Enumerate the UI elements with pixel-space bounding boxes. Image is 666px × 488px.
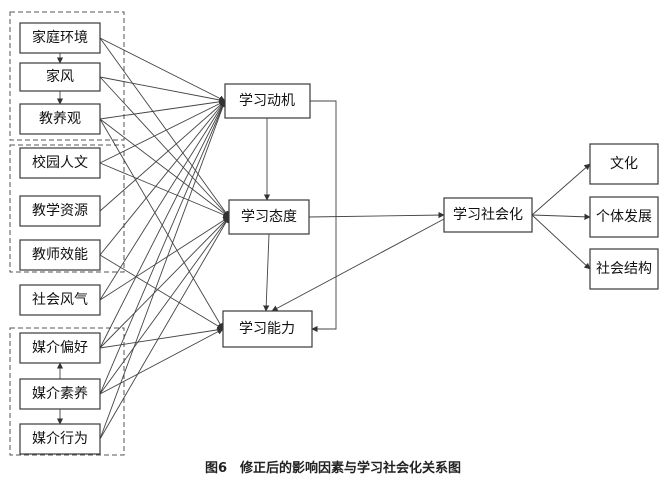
edge-teacher-efficacy-to-ability [99,254,224,330]
edge-media-behavior-to-motivation [99,100,226,440]
node-teaching-resources-label: 教学资源 [32,203,88,219]
edge-media-behavior-to-attitude [99,216,230,440]
node-media-pref: 媒介偏好 [19,332,101,364]
family-factors-group [9,11,125,141]
edge-media-pref-to-attitude [99,216,230,349]
edge-socialization-to-culture [531,163,591,216]
edge-parenting-view-to-ability [99,118,224,330]
figure-caption: 图6 修正后的影响因素与学习社会化关系图 [204,461,462,476]
school-factors-group [9,144,125,273]
node-parenting-view: 教养观 [19,103,101,135]
node-attitude-label: 学习态度 [241,209,297,225]
edges [56,37,591,440]
edge-media-literacy-to-motivation [99,100,226,395]
node-personal-dev-label: 个体发展 [596,209,652,225]
node-media-literacy-label: 媒介素养 [32,386,88,402]
edge-campus-culture-to-motivation [99,100,226,164]
edge-campus-culture-to-attitude [99,162,230,218]
node-attitude: 学习态度 [228,199,310,235]
edge-socialization-to-ability [271,218,445,312]
node-family-style: 家风 [19,62,101,92]
node-campus-culture-label: 校园人文 [32,154,88,171]
node-media-behavior-label: 媒介行为 [32,431,88,447]
edge-parenting-view-to-attitude [99,118,230,218]
edge-social-climate-to-attitude [99,216,230,301]
edge-teacher-efficacy-to-motivation [99,100,226,256]
edge-family-env-to-motivation [99,37,226,102]
node-socialization-label: 学习社会化 [453,207,523,223]
node-social-climate: 社会风气 [19,284,101,316]
node-motivation-label: 学习动机 [239,93,295,109]
edge-socialization-to-personal-dev [531,213,591,220]
edge-family-style-to-motivation [99,76,226,104]
node-social-structure: 社会结构 [589,248,659,290]
node-campus-culture: 校园人文 [19,147,101,179]
node-ability-label: 学习能力 [239,321,295,337]
node-personal-dev: 个体发展 [589,196,659,238]
node-teacher-efficacy: 教师效能 [19,239,101,271]
node-culture-label: 文化 [610,156,638,172]
node-culture: 文化 [589,143,659,185]
edge-family-env-to-attitude [99,37,230,218]
node-parenting-view-label: 教养观 [39,111,81,127]
node-family-env: 家庭环境 [19,22,101,54]
node-media-literacy: 媒介素养 [19,378,101,410]
node-teaching-resources: 教学资源 [19,195,101,227]
edge-motivation-to-ability [310,100,337,333]
node-media-behavior: 媒介行为 [19,423,101,455]
edge-parenting-view-to-motivation [99,98,226,120]
node-social-climate-label: 社会风气 [32,292,88,308]
edge-socialization-to-social-structure [531,214,591,270]
edge-teaching-resources-to-motivation [99,100,226,212]
node-family-style-label: 家风 [46,68,74,85]
node-motivation: 学习动机 [224,83,311,119]
edge-media-pref-to-motivation [99,100,226,349]
media-factors-group [9,327,125,456]
edge-attitude-to-ability [263,233,270,312]
edge-media-literacy-to-attitude [99,216,230,395]
edge-family-style-to-attitude [99,76,230,218]
node-ability: 学习能力 [222,310,313,348]
edge-social-climate-to-motivation [99,100,226,301]
node-socialization: 学习社会化 [443,197,533,233]
node-teacher-efficacy-label: 教师效能 [32,247,88,263]
edge-attitude-to-socialization [308,211,445,219]
node-family-env-label: 家庭环境 [32,29,88,46]
node-media-pref-label: 媒介偏好 [32,340,88,356]
node-social-structure-label: 社会结构 [596,261,652,277]
